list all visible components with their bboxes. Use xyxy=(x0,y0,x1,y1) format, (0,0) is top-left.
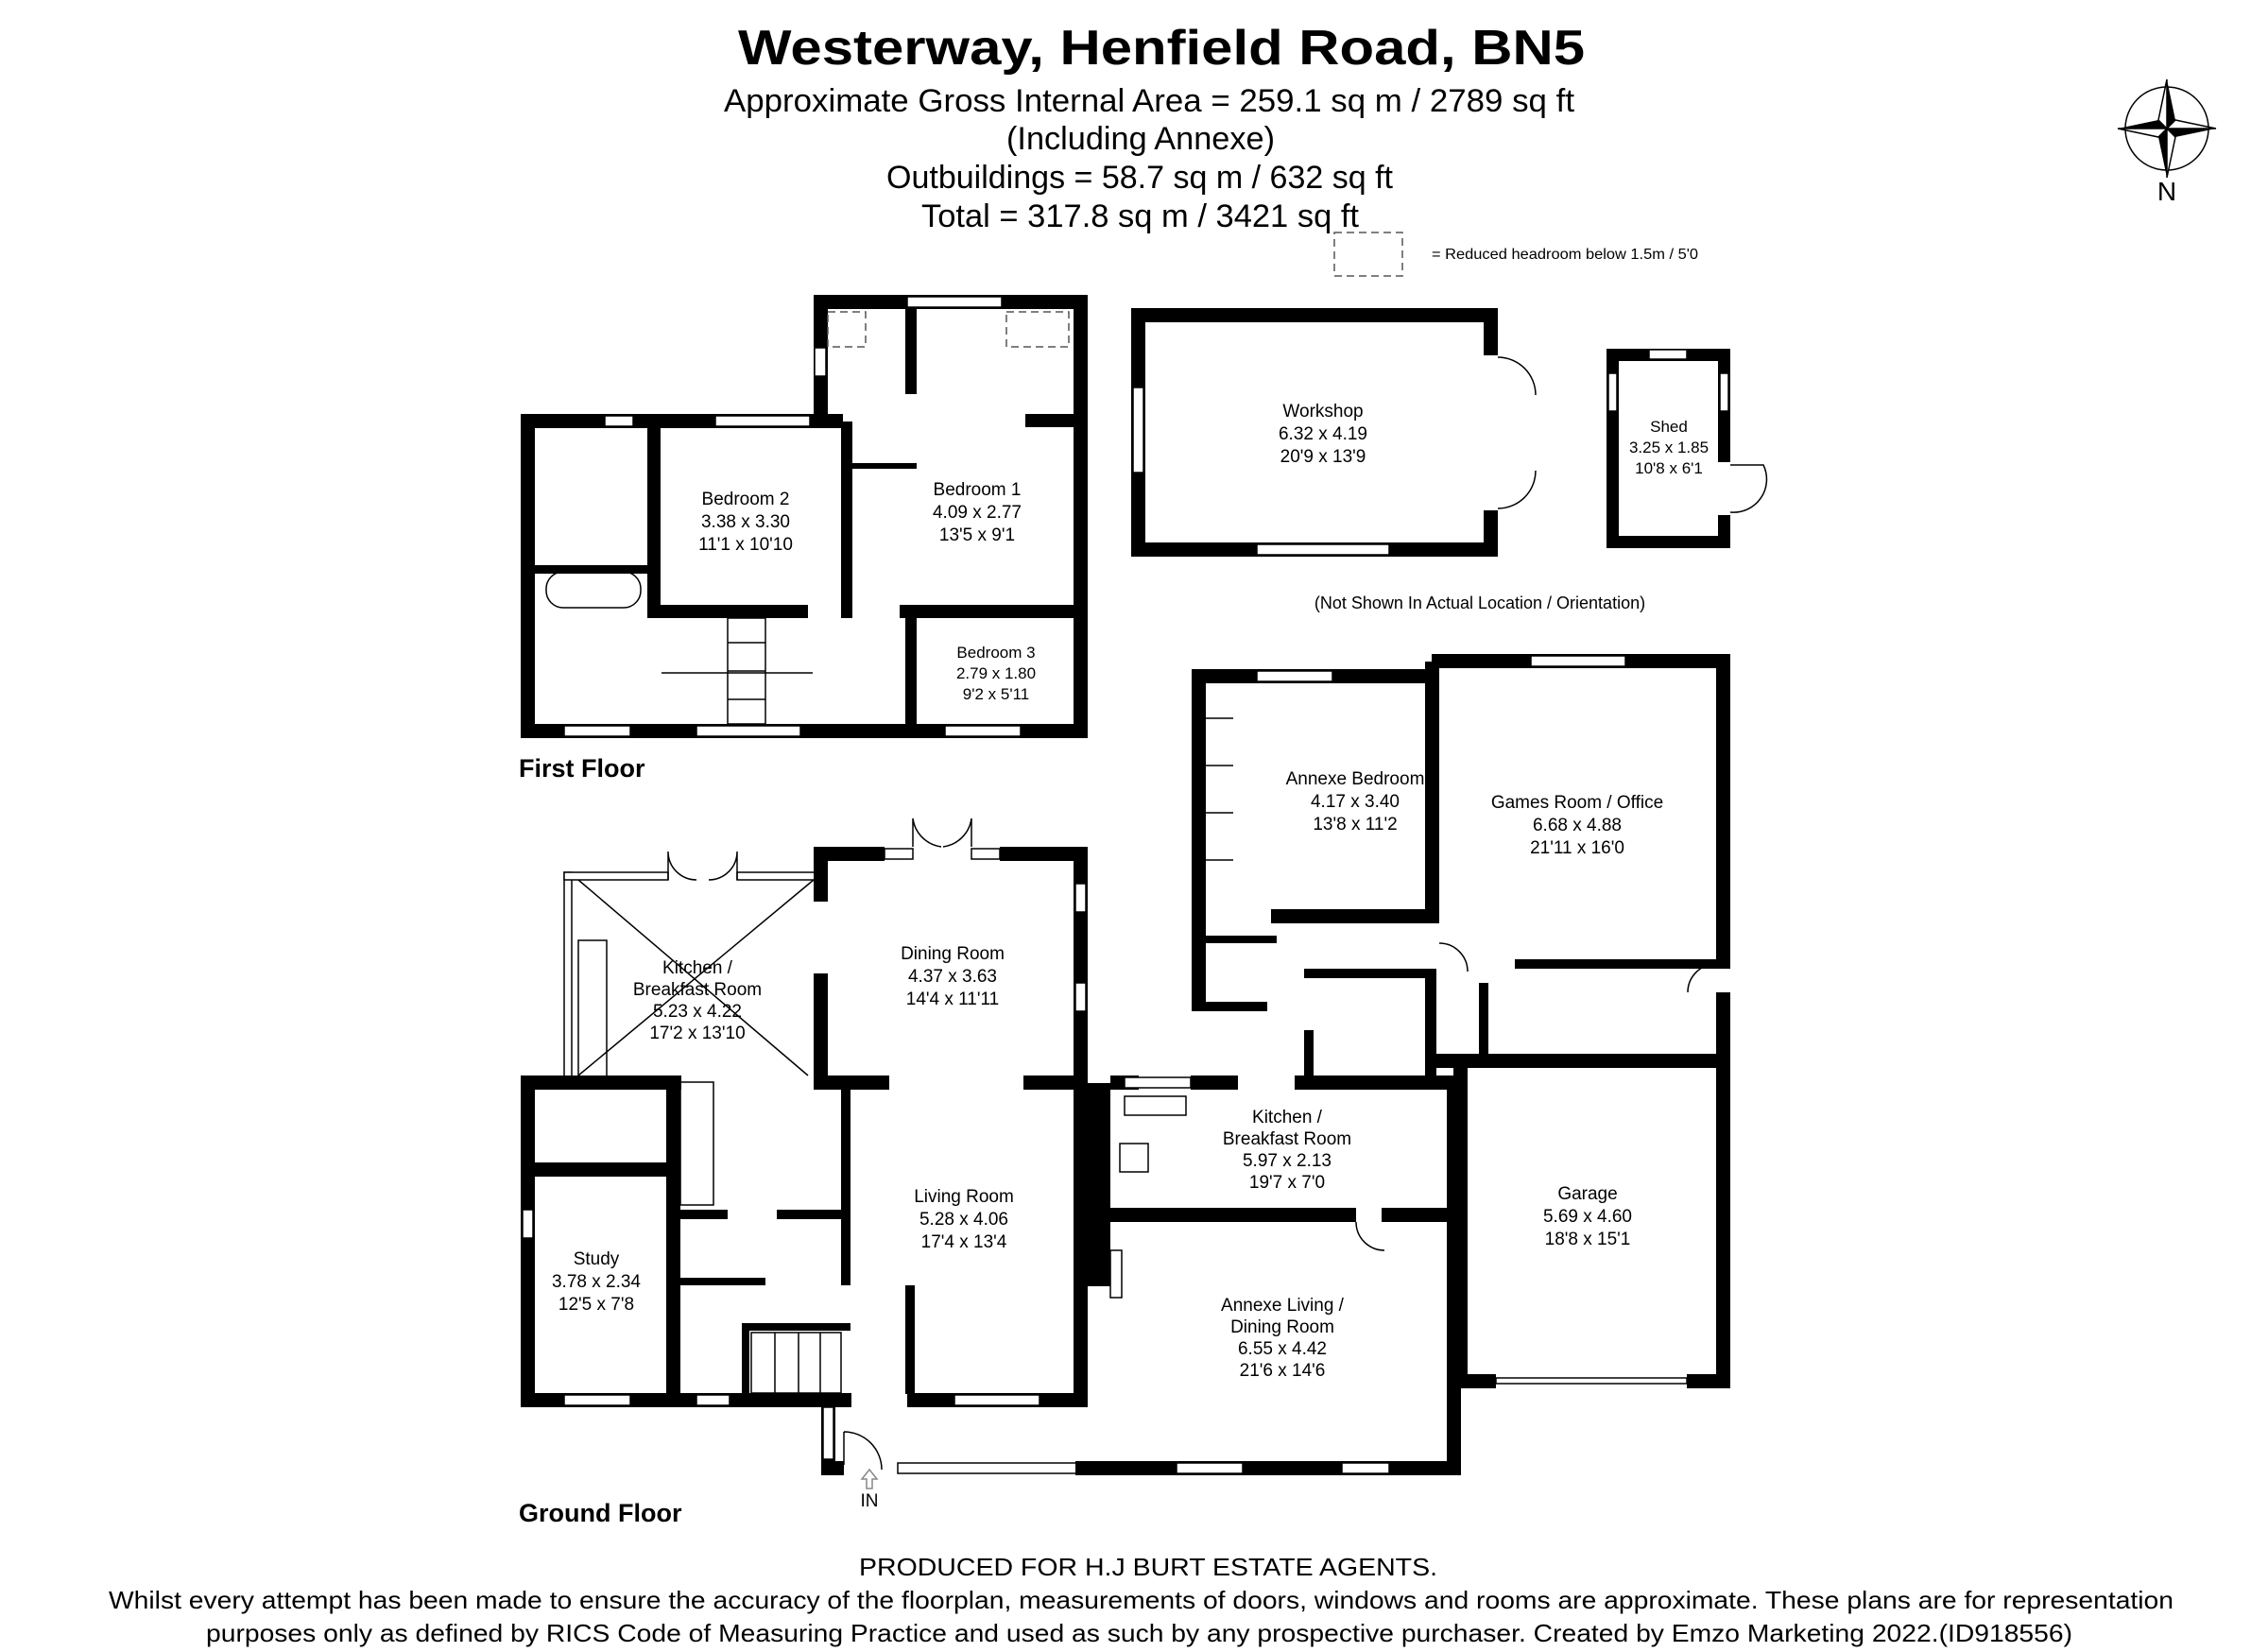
svg-text:Dining Room: Dining Room xyxy=(1230,1317,1334,1337)
room-annexe-kitchen: Kitchen / Breakfast Room 5.97 x 2.13 19'… xyxy=(1223,1108,1351,1193)
svg-text:4.17 x 3.40: 4.17 x 3.40 xyxy=(1311,792,1400,812)
svg-text:6.32 x 4.19: 6.32 x 4.19 xyxy=(1279,424,1367,444)
svg-text:21'11 x 16'0: 21'11 x 16'0 xyxy=(1530,838,1624,858)
room-bedroom-3: Bedroom 3 2.79 x 1.80 9'2 x 5'11 xyxy=(956,644,1036,703)
svg-text:Shed: Shed xyxy=(1650,418,1688,436)
svg-text:3.38 x 3.30: 3.38 x 3.30 xyxy=(701,512,790,532)
first-floor-plan xyxy=(521,295,1088,738)
ground-floor-plan xyxy=(521,654,1730,1475)
svg-text:20'9 x 13'9: 20'9 x 13'9 xyxy=(1280,447,1366,467)
svg-text:9'2 x 5'11: 9'2 x 5'11 xyxy=(963,685,1029,703)
svg-text:3.25 x 1.85: 3.25 x 1.85 xyxy=(1629,439,1709,456)
svg-text:Dining Room: Dining Room xyxy=(901,944,1005,964)
room-annexe-living-dining: Annexe Living / Dining Room 6.55 x 4.42 … xyxy=(1221,1296,1345,1381)
svg-text:13'5 x 9'1: 13'5 x 9'1 xyxy=(939,525,1015,545)
svg-text:Games Room / Office: Games Room / Office xyxy=(1491,793,1663,813)
room-living-room: Living Room 5.28 x 4.06 17'4 x 13'4 xyxy=(914,1187,1014,1252)
gross-area-text: Approximate Gross Internal Area = 259.1 … xyxy=(724,83,1575,119)
room-bedroom-2: Bedroom 2 3.38 x 3.30 11'1 x 10'10 xyxy=(698,490,793,555)
svg-text:3.78 x 2.34: 3.78 x 2.34 xyxy=(552,1272,641,1292)
entrance-marker: IN xyxy=(860,1468,879,1511)
compass-north-label: N xyxy=(2157,177,2176,206)
svg-text:12'5 x 7'8: 12'5 x 7'8 xyxy=(558,1295,634,1315)
svg-text:19'7 x 7'0: 19'7 x 7'0 xyxy=(1249,1173,1325,1193)
svg-text:21'6 x 14'6: 21'6 x 14'6 xyxy=(1240,1361,1326,1381)
reduced-headroom-legend: = Reduced headroom below 1.5m / 5'0 xyxy=(1432,247,1698,263)
svg-text:Annexe Living /: Annexe Living / xyxy=(1221,1296,1345,1316)
svg-text:Annexe Bedroom: Annexe Bedroom xyxy=(1286,769,1425,789)
total-area-text: Total = 317.8 sq m / 3421 sq ft xyxy=(921,198,1360,234)
shed-plan xyxy=(1606,349,1768,548)
svg-text:18'8 x 15'1: 18'8 x 15'1 xyxy=(1545,1230,1631,1249)
workshop-plan xyxy=(1131,308,1537,557)
svg-text:5.23 x 4.22: 5.23 x 4.22 xyxy=(653,1002,742,1022)
svg-text:Study: Study xyxy=(574,1249,620,1269)
svg-text:Workshop: Workshop xyxy=(1282,402,1363,422)
page-title: Westerway, Henfield Road, BN5 xyxy=(738,21,1585,76)
room-bedroom-1: Bedroom 1 4.09 x 2.77 13'5 x 9'1 xyxy=(933,480,1022,545)
room-garage: Garage 5.69 x 4.60 18'8 x 15'1 xyxy=(1543,1184,1632,1249)
room-workshop: Workshop 6.32 x 4.19 20'9 x 13'9 xyxy=(1279,402,1367,467)
svg-text:Breakfast Room: Breakfast Room xyxy=(633,980,762,1000)
svg-text:10'8 x 6'1: 10'8 x 6'1 xyxy=(1635,459,1703,477)
svg-text:Bedroom 2: Bedroom 2 xyxy=(702,490,790,509)
svg-text:Breakfast Room: Breakfast Room xyxy=(1223,1129,1351,1149)
svg-text:13'8 x 11'2: 13'8 x 11'2 xyxy=(1313,815,1397,835)
disclaimer-line-1: Whilst every attempt has been made to en… xyxy=(109,1586,2174,1614)
first-floor-label: First Floor xyxy=(519,754,645,783)
svg-text:2.79 x 1.80: 2.79 x 1.80 xyxy=(956,664,1036,682)
svg-text:Garage: Garage xyxy=(1557,1184,1617,1204)
annexe-note: (Including Annexe) xyxy=(1006,121,1275,157)
svg-text:5.28 x 4.06: 5.28 x 4.06 xyxy=(919,1210,1008,1230)
svg-text:Kitchen /: Kitchen / xyxy=(662,958,733,978)
outbuildings-note: (Not Shown In Actual Location / Orientat… xyxy=(1314,594,1645,612)
svg-text:Kitchen /: Kitchen / xyxy=(1252,1108,1323,1127)
disclaimer-line-2: purposes only as defined by RICS Code of… xyxy=(206,1619,2072,1647)
room-kitchen-breakfast: Kitchen / Breakfast Room 5.23 x 4.22 17'… xyxy=(633,958,762,1043)
outbuildings-area-text: Outbuildings = 58.7 sq m / 632 sq ft xyxy=(886,160,1394,196)
svg-text:17'2 x 13'10: 17'2 x 13'10 xyxy=(649,1024,745,1043)
svg-text:6.68 x 4.88: 6.68 x 4.88 xyxy=(1533,816,1622,835)
svg-text:IN: IN xyxy=(861,1491,879,1511)
room-study: Study 3.78 x 2.34 12'5 x 7'8 xyxy=(552,1249,641,1315)
entrance-arrow-icon xyxy=(860,1468,879,1489)
reduced-headroom-swatch xyxy=(1333,232,1403,277)
svg-text:4.09 x 2.77: 4.09 x 2.77 xyxy=(933,503,1022,523)
svg-text:Bedroom 3: Bedroom 3 xyxy=(956,644,1035,662)
svg-text:5.69 x 4.60: 5.69 x 4.60 xyxy=(1543,1207,1632,1227)
svg-text:6.55 x 4.42: 6.55 x 4.42 xyxy=(1238,1339,1327,1359)
room-annexe-bedroom: Annexe Bedroom 4.17 x 3.40 13'8 x 11'2 xyxy=(1286,769,1425,835)
produced-for-text: PRODUCED FOR H.J BURT ESTATE AGENTS. xyxy=(859,1553,1437,1581)
svg-text:14'4 x 11'11: 14'4 x 11'11 xyxy=(906,989,999,1009)
compass-rose-icon xyxy=(2117,78,2217,179)
svg-text:Living Room: Living Room xyxy=(914,1187,1014,1207)
room-dining-room: Dining Room 4.37 x 3.63 14'4 x 11'11 xyxy=(901,944,1005,1009)
svg-text:Bedroom 1: Bedroom 1 xyxy=(934,480,1022,500)
ground-floor-label: Ground Floor xyxy=(519,1499,682,1527)
svg-text:11'1 x 10'10: 11'1 x 10'10 xyxy=(698,535,793,555)
room-games-room-office: Games Room / Office 6.68 x 4.88 21'11 x … xyxy=(1491,793,1663,858)
svg-text:17'4 x 13'4: 17'4 x 13'4 xyxy=(921,1232,1007,1252)
room-shed: Shed 3.25 x 1.85 10'8 x 6'1 xyxy=(1629,418,1709,477)
svg-text:5.97 x 2.13: 5.97 x 2.13 xyxy=(1243,1151,1332,1171)
svg-text:4.37 x 3.63: 4.37 x 3.63 xyxy=(908,967,997,987)
